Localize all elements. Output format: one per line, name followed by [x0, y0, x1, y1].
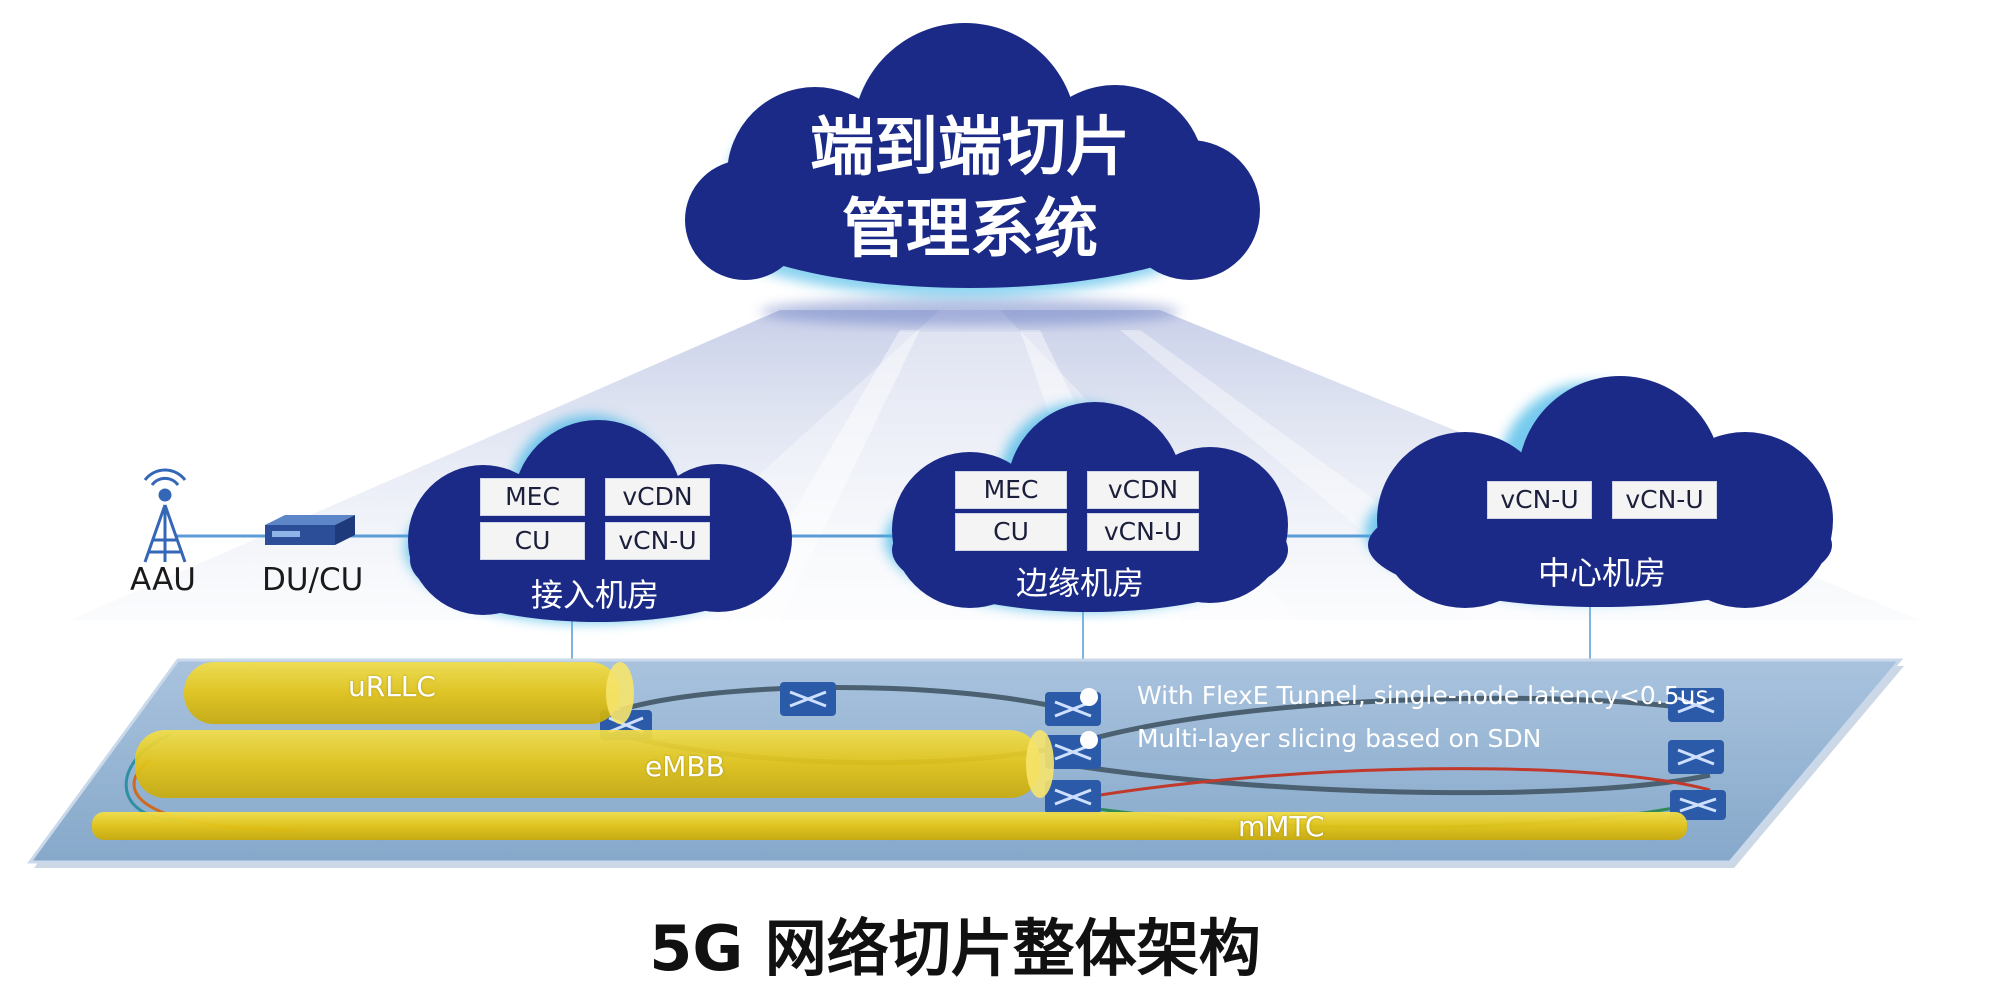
slice-mmtc-bar — [92, 812, 1687, 840]
du-cu-label: DU/CU — [262, 562, 364, 598]
management-system-title: 端到端切片 管理系统 — [710, 108, 1230, 272]
center-vcn-u-box-2: vCN-U — [1612, 481, 1717, 519]
title-line-2: 管理系统 — [842, 192, 1098, 267]
title-line-1: 端到端切片 — [810, 111, 1130, 185]
router-nodes — [600, 682, 1726, 820]
mmtc-label: mMTC — [1238, 810, 1325, 843]
access-room-label: 接入机房 — [530, 576, 659, 614]
edge-mec-box: MEC — [955, 471, 1067, 509]
access-cu-box: CU — [480, 522, 585, 560]
center-room-label: 中心机房 — [1537, 554, 1666, 592]
management-cloud — [685, 23, 1260, 297]
edge-vcn-u-box: vCN-U — [1087, 513, 1199, 551]
du-cu-device-icon — [265, 515, 355, 545]
center-vcn-u-box-1: vCN-U — [1487, 481, 1592, 519]
access-vcn-u-box: vCN-U — [605, 522, 710, 560]
urllc-label: uRLLC — [348, 670, 436, 703]
edge-room-label: 边缘机房 — [1015, 564, 1144, 602]
slice-urllc-bar — [184, 662, 634, 724]
antenna-tower-icon — [143, 468, 187, 563]
edge-vcdn-box: vCDN — [1087, 471, 1199, 509]
aau-label: AAU — [130, 562, 196, 598]
edge-cu-box: CU — [955, 513, 1067, 551]
flexe-tunnel-note: With FlexE Tunnel, single-node latency<0… — [1137, 681, 1709, 710]
access-vcdn-box: vCDN — [605, 478, 710, 516]
sdn-slicing-note: Multi-layer slicing based on SDN — [1137, 724, 1542, 753]
slice-embb-bar — [135, 730, 1054, 798]
access-mec-box: MEC — [480, 478, 585, 516]
diagram-caption: 5G 网络切片整体架构 — [649, 912, 1261, 985]
embb-label: eMBB — [645, 750, 725, 783]
